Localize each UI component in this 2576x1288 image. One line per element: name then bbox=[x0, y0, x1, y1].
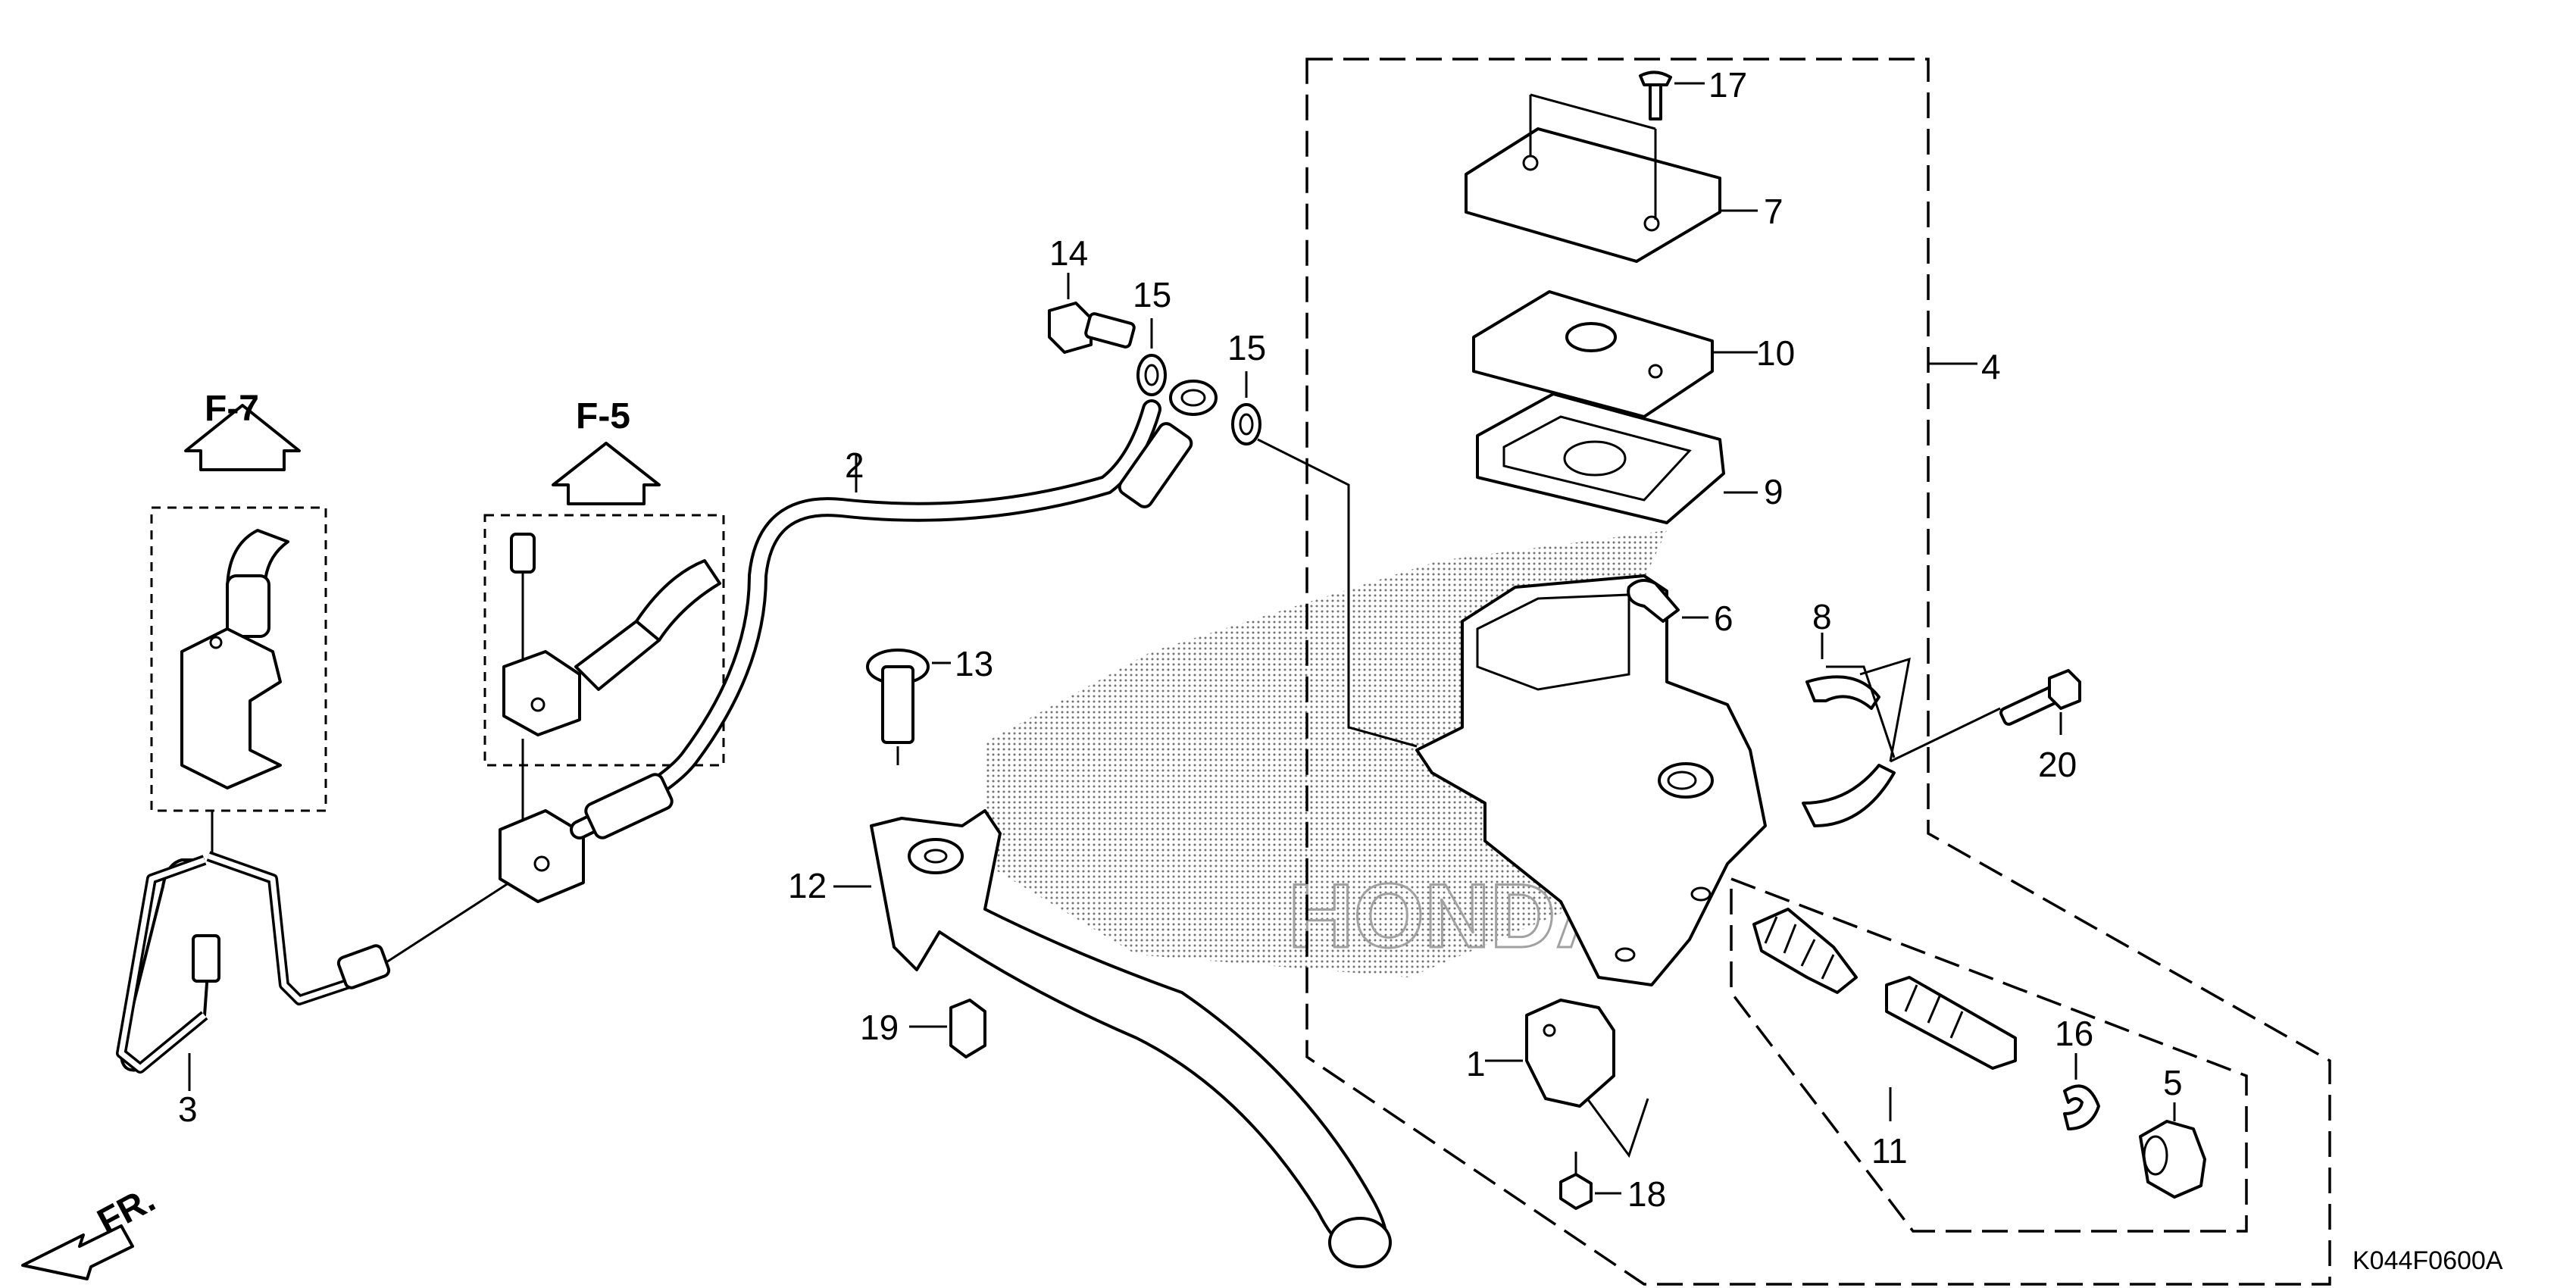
callout-3: 3 bbox=[178, 1089, 198, 1129]
ref-f5-box bbox=[483, 514, 725, 767]
part-20-bolt bbox=[1999, 669, 2081, 735]
part-11-piston-set bbox=[1752, 908, 2017, 1121]
part-2-brake-hose bbox=[386, 380, 1218, 964]
part-17-screw bbox=[1639, 70, 1705, 120]
assembly-4-outline bbox=[1305, 58, 2331, 1286]
front-marker-label: FR. bbox=[91, 1180, 161, 1243]
callout-12: 12 bbox=[788, 866, 827, 905]
part-12-brake-lever bbox=[833, 809, 1392, 1268]
callout-18: 18 bbox=[1627, 1174, 1666, 1214]
callout-labels: 1 2 3 4 5 6 7 8 9 10 11 12 13 14 15 15 1… bbox=[178, 65, 2183, 1214]
part-15-washer-b bbox=[1231, 371, 1418, 748]
assembly-11-outline bbox=[1730, 877, 2248, 1233]
callout-15-b: 15 bbox=[1227, 328, 1266, 367]
callout-9: 9 bbox=[1764, 472, 1784, 511]
part-14-bolt bbox=[1048, 273, 1136, 354]
ref-f5-label: F-5 bbox=[576, 396, 630, 436]
callout-15-a: 15 bbox=[1133, 275, 1171, 314]
callout-1: 1 bbox=[1466, 1044, 1486, 1083]
callout-10: 10 bbox=[1756, 333, 1795, 373]
callout-4: 4 bbox=[1981, 347, 2001, 386]
callout-8: 8 bbox=[1812, 597, 1832, 636]
callout-19: 19 bbox=[860, 1008, 899, 1047]
part-3-brake-pipe bbox=[116, 851, 391, 1091]
ref-f7-group: F-7 bbox=[150, 389, 327, 856]
ref-f7-label: F-7 bbox=[205, 389, 259, 429]
part-8-holder bbox=[1802, 633, 2001, 827]
callout-20: 20 bbox=[2038, 745, 2077, 784]
part-9-diaphragm bbox=[1476, 392, 1758, 524]
part-1-stop-switch bbox=[1485, 999, 1649, 1158]
callout-6: 6 bbox=[1714, 599, 1733, 638]
ref-f5-arrow-icon bbox=[552, 442, 661, 505]
ref-f7-box bbox=[150, 506, 327, 812]
callout-2: 2 bbox=[845, 445, 864, 485]
callout-7: 7 bbox=[1764, 192, 1784, 231]
part-10-plate bbox=[1472, 290, 1758, 418]
drawing-code: K044F0600A bbox=[2352, 1246, 2503, 1275]
front-arrow-icon bbox=[21, 1224, 134, 1280]
part-19-nut bbox=[909, 999, 986, 1058]
callout-11: 11 bbox=[1871, 1131, 1908, 1171]
callout-16: 16 bbox=[2055, 1014, 2093, 1053]
callout-5: 5 bbox=[2163, 1063, 2183, 1102]
part-5-boot bbox=[2139, 1102, 2206, 1199]
part-13-pivot-bolt bbox=[866, 649, 951, 765]
part-15-washer-a bbox=[1136, 318, 1167, 396]
ref-f7-arrow-icon bbox=[184, 404, 301, 471]
front-direction-group: FR. bbox=[21, 1180, 161, 1280]
callout-14: 14 bbox=[1049, 233, 1088, 273]
part-6-float bbox=[1627, 579, 1708, 623]
ref-f5-group: F-5 bbox=[483, 396, 725, 826]
part-16-circlip bbox=[2063, 1053, 2100, 1130]
callout-17: 17 bbox=[1708, 65, 1747, 105]
callout-13: 13 bbox=[955, 644, 993, 683]
part-18-screw bbox=[1559, 1152, 1621, 1210]
master-cylinder-body bbox=[1415, 574, 1767, 986]
part-7-reservoir-cap bbox=[1465, 93, 1758, 263]
